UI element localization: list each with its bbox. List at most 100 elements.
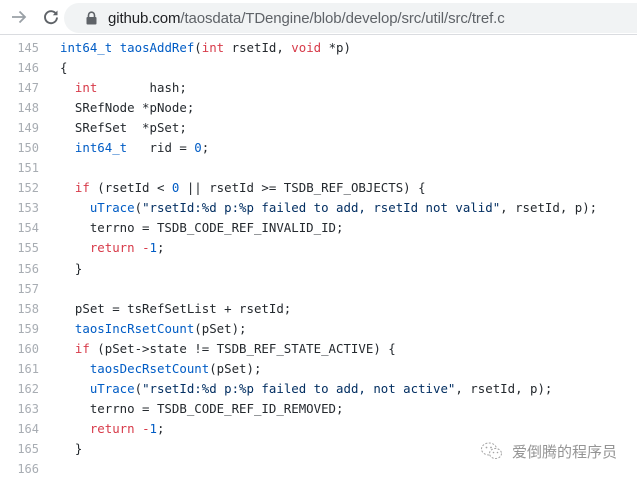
code-token: "rsetId:%d p:%p failed to add, rsetId no… xyxy=(142,200,501,216)
code-text: return -1; xyxy=(60,419,165,439)
code-token: int64_t xyxy=(60,40,113,55)
code-token xyxy=(60,341,75,356)
code-token: ; xyxy=(157,240,165,256)
code-line: 149 SRefSet *pSet; xyxy=(0,118,637,138)
line-number[interactable]: 148 xyxy=(17,101,39,116)
code-line: 150 int64_t rid = 0; xyxy=(0,138,637,158)
code-text: } xyxy=(60,439,82,459)
code-token xyxy=(60,361,90,376)
code-token: ( xyxy=(194,40,202,55)
code-text: terrno = TSDB_CODE_REF_ID_REMOVED; xyxy=(60,399,344,419)
code-line: 147 int hash; xyxy=(0,78,637,98)
line-number[interactable]: 151 xyxy=(17,161,39,176)
code-text: return -1; xyxy=(60,238,165,258)
code-line: 153 uTrace("rsetId:%d p:%p failed to add… xyxy=(0,198,637,218)
url-text[interactable]: github.com/taosdata/TDengine/blob/develo… xyxy=(108,10,505,27)
line-number[interactable]: 159 xyxy=(17,321,39,336)
forward-button[interactable] xyxy=(8,6,30,28)
lock-icon[interactable] xyxy=(86,11,98,25)
code-token: *p) xyxy=(321,40,351,55)
line-number[interactable]: 165 xyxy=(17,441,39,456)
code-token: terrno = TSDB_CODE_REF_INVALID_ID; xyxy=(60,220,344,236)
code-line: 158 pSet = tsRefSetList + rsetId; xyxy=(0,299,637,319)
code-text: int hash; xyxy=(60,78,187,98)
line-number[interactable]: 150 xyxy=(17,141,39,156)
code-text: uTrace("rsetId:%d p:%p failed to add, rs… xyxy=(60,198,597,218)
code-text: taosIncRsetCount(pSet); xyxy=(60,319,247,339)
code-token: ; xyxy=(201,140,210,156)
code-token xyxy=(60,240,90,255)
code-token: (rsetId < xyxy=(89,180,172,196)
url-host: github.com xyxy=(108,9,181,27)
line-number[interactable]: 156 xyxy=(17,261,39,276)
line-number[interactable]: 163 xyxy=(17,401,39,416)
arrow-right-icon xyxy=(12,10,27,24)
line-number[interactable]: 160 xyxy=(17,341,39,356)
code-token: uTrace xyxy=(89,200,135,216)
code-token xyxy=(60,80,75,95)
line-number[interactable]: 161 xyxy=(17,361,39,376)
line-number[interactable]: 166 xyxy=(17,461,39,476)
code-line: 161 taosDecRsetCount(pSet); xyxy=(0,359,637,379)
line-number[interactable]: 162 xyxy=(17,381,39,396)
wechat-icon xyxy=(480,441,504,461)
code-token xyxy=(60,200,90,215)
code-token: "rsetId:%d p:%p failed to add, not activ… xyxy=(142,380,456,396)
code-line: 163 terrno = TSDB_CODE_REF_ID_REMOVED; xyxy=(0,399,637,419)
code-token: , rsetId, p); xyxy=(455,380,553,396)
watermark: 爱倒腾的程序员 xyxy=(480,440,617,462)
code-token: 1 xyxy=(149,240,158,256)
code-text: int64_t taosAddRef(int rsetId, void *p) xyxy=(60,38,351,58)
code-token: if xyxy=(74,340,90,356)
code-token: int xyxy=(201,40,225,55)
line-number[interactable]: 157 xyxy=(17,281,39,296)
code-line: 159 taosIncRsetCount(pSet); xyxy=(0,319,637,339)
code-text: taosDecRsetCount(pSet); xyxy=(60,359,262,379)
code-line: 164 return -1; xyxy=(0,419,637,439)
code-token: (pSet->state != TSDB_REF_STATE_ACTIVE) { xyxy=(89,340,396,356)
code-token: int xyxy=(74,80,98,96)
address-bar[interactable]: github.com/taosdata/TDengine/blob/develo… xyxy=(64,3,637,33)
line-number[interactable]: 152 xyxy=(17,181,39,196)
reload-button[interactable] xyxy=(40,6,62,28)
code-token: 1 xyxy=(149,420,158,436)
line-number[interactable]: 155 xyxy=(17,241,39,256)
code-token xyxy=(135,421,142,436)
line-number[interactable]: 145 xyxy=(17,41,39,55)
code-line: 166 xyxy=(0,459,637,479)
code-token xyxy=(60,180,75,195)
line-number[interactable]: 153 xyxy=(17,201,39,216)
code-token: return xyxy=(89,420,135,436)
code-token xyxy=(60,381,90,396)
code-token: if xyxy=(74,180,90,196)
code-line: 165 } xyxy=(0,439,637,459)
code-text: if (rsetId < 0 || rsetId >= TSDB_REF_OBJ… xyxy=(60,178,426,198)
code-text: } xyxy=(60,259,82,279)
code-text: if (pSet->state != TSDB_REF_STATE_ACTIVE… xyxy=(60,339,396,359)
line-number[interactable]: 147 xyxy=(17,81,39,96)
code-token: int64_t xyxy=(74,140,128,156)
line-number[interactable]: 164 xyxy=(17,421,39,436)
code-token: hash; xyxy=(97,80,187,96)
code-line: 157 xyxy=(0,279,637,299)
line-number[interactable]: 158 xyxy=(17,301,39,316)
code-token: taosDecRsetCount xyxy=(89,360,210,376)
line-number[interactable]: 146 xyxy=(17,61,39,76)
code-text: SRefSet *pSet; xyxy=(60,118,187,138)
code-token: (pSet); xyxy=(209,360,262,376)
code-token: SRefSet *pSet; xyxy=(60,120,187,136)
code-token: 0 xyxy=(194,140,202,156)
code-line: 151 xyxy=(0,158,637,178)
code-token: terrno = TSDB_CODE_REF_ID_REMOVED; xyxy=(60,400,344,416)
line-number[interactable]: 154 xyxy=(17,221,39,236)
code-line: 146{ xyxy=(0,58,637,78)
code-token: - xyxy=(142,240,150,256)
code-token: || rsetId >= TSDB_REF_OBJECTS) { xyxy=(179,180,426,196)
code-line: 155 return -1; xyxy=(0,238,637,258)
code-token xyxy=(60,321,75,336)
code-token: (pSet); xyxy=(194,320,247,336)
code-token: uTrace xyxy=(89,380,135,396)
line-number[interactable]: 149 xyxy=(17,121,39,136)
code-token: pSet = tsRefSetList + rsetId; xyxy=(60,300,292,316)
code-text: SRefNode *pNode; xyxy=(60,98,194,118)
